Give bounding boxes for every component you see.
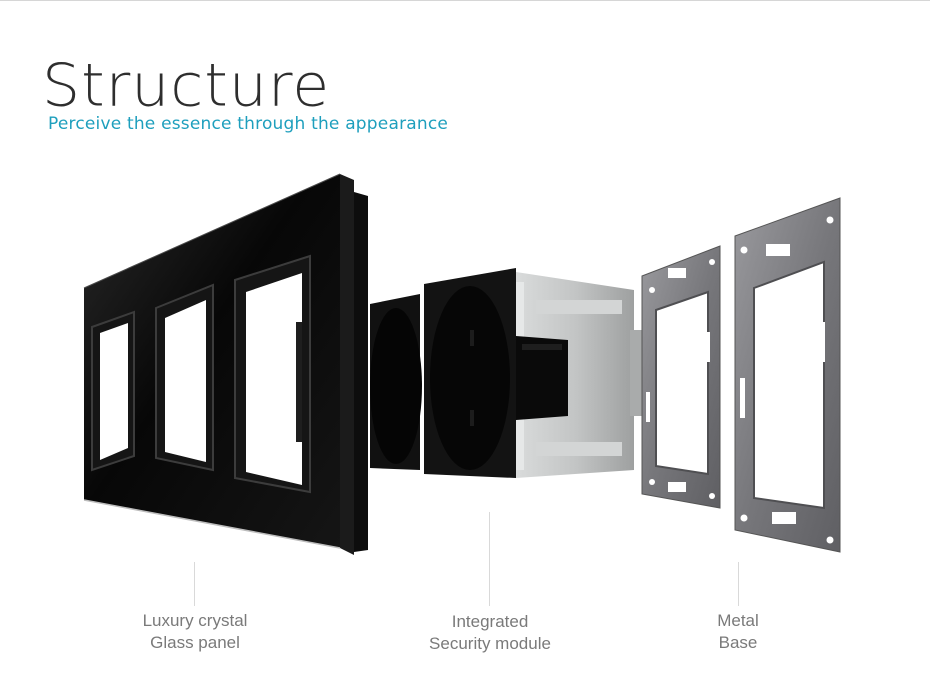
- callout-glass-panel-line2: Glass panel: [150, 633, 240, 652]
- page-subtitle: Perceive the essence through the appeara…: [48, 114, 449, 134]
- panel-window-3: [234, 254, 311, 494]
- callout-glass-panel: Luxury crystal Glass panel: [105, 610, 285, 654]
- callout-metal-base-line1: Metal: [717, 611, 759, 630]
- panel-window-1: [91, 310, 135, 472]
- callout-metal-base-line2: Base: [718, 633, 758, 652]
- metal-frame-front: [641, 245, 721, 509]
- callout-security-module-line1: Integrated: [451, 612, 529, 631]
- leader-line-glass-panel: [194, 562, 195, 606]
- page-title: Structure: [42, 51, 331, 121]
- callout-security-module-line2: Security module: [429, 634, 551, 653]
- callout-glass-panel-line1: Luxury crystal: [142, 611, 248, 630]
- callout-security-module: Integrated Security module: [400, 611, 580, 655]
- leader-line-metal-base: [738, 562, 739, 606]
- leader-line-security-module: [489, 512, 490, 606]
- metal-base: [641, 197, 841, 553]
- security-module: [370, 268, 658, 478]
- top-rule: [0, 0, 930, 1]
- panel-window-2: [155, 283, 214, 472]
- glass-panel: [83, 173, 368, 555]
- callout-metal-base: Metal Base: [678, 610, 798, 654]
- metal-frame-back: [734, 197, 841, 553]
